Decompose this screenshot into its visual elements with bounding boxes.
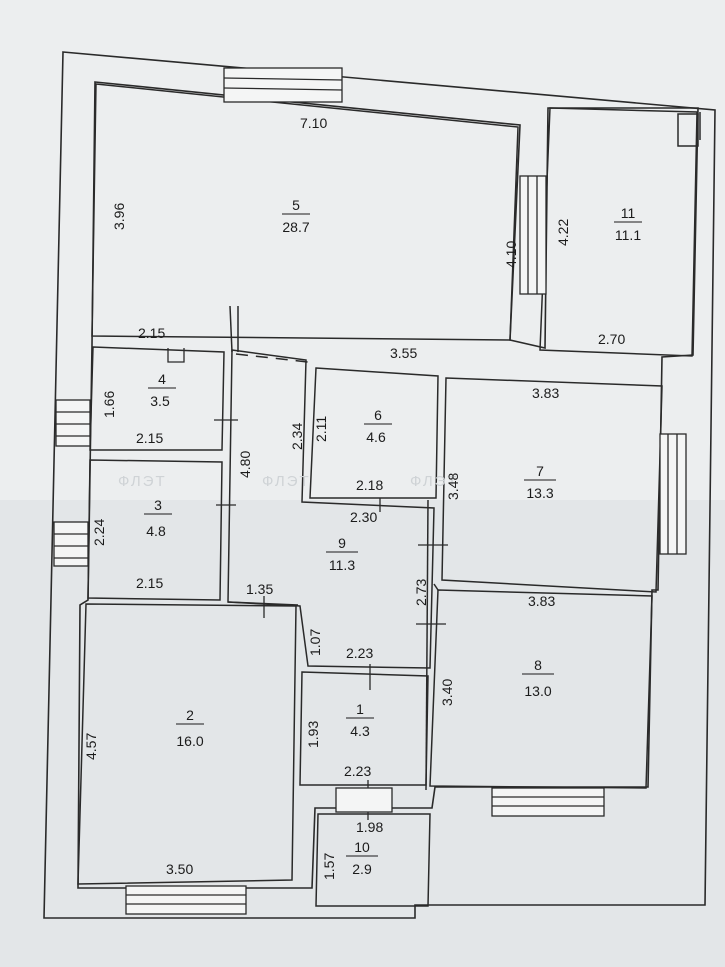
svg-text:4.3: 4.3 bbox=[350, 723, 370, 739]
dim-label: 7.10 bbox=[300, 115, 327, 131]
svg-text:11.1: 11.1 bbox=[615, 227, 641, 243]
room-8-label: 8 13.0 bbox=[522, 657, 554, 699]
room-3-label: 3 4.8 bbox=[144, 497, 172, 539]
windows bbox=[53, 67, 687, 915]
svg-text:2.9: 2.9 bbox=[352, 861, 372, 877]
window-room-3 bbox=[53, 521, 89, 567]
dim-label: 2.24 bbox=[91, 519, 107, 546]
dim-label: 1.57 bbox=[321, 853, 337, 880]
dim-label: 3.83 bbox=[528, 593, 555, 609]
svg-text:28.7: 28.7 bbox=[282, 219, 309, 235]
window-room-4 bbox=[55, 399, 91, 447]
room-1-label: 1 4.3 bbox=[346, 701, 374, 739]
dim-label: 4.57 bbox=[83, 733, 99, 760]
svg-text:ФЛЭТ: ФЛЭТ bbox=[410, 473, 459, 490]
room-7-label: 7 13.3 bbox=[524, 463, 556, 501]
dim-label: 2.15 bbox=[138, 325, 165, 341]
svg-text:8: 8 bbox=[534, 657, 542, 673]
room-8-outline bbox=[429, 589, 653, 789]
svg-text:ФЛЭТ: ФЛЭТ bbox=[262, 473, 311, 490]
svg-text:13.3: 13.3 bbox=[526, 485, 553, 501]
dim-label: 4.10 bbox=[503, 241, 519, 268]
svg-text:5: 5 bbox=[292, 197, 300, 213]
dim-label: 2.15 bbox=[136, 430, 163, 446]
window-room-8 bbox=[491, 787, 605, 817]
dim-label: 2.34 bbox=[289, 423, 305, 450]
svg-text:3: 3 bbox=[154, 497, 162, 513]
door-marks bbox=[167, 348, 448, 820]
outer-walls bbox=[43, 51, 716, 919]
room-2-outline bbox=[77, 603, 297, 885]
dim-label: 3.40 bbox=[439, 679, 455, 706]
window-room-7 bbox=[659, 433, 687, 555]
svg-text:3.5: 3.5 bbox=[150, 393, 170, 409]
dim-label: 4.80 bbox=[237, 451, 253, 478]
room-3-outline bbox=[87, 459, 223, 601]
window-room-2 bbox=[125, 885, 247, 915]
svg-text:11: 11 bbox=[621, 205, 636, 221]
dim-label: 3.50 bbox=[166, 861, 193, 877]
window-top bbox=[223, 67, 343, 103]
svg-text:4.6: 4.6 bbox=[366, 429, 386, 445]
dim-label: 1.35 bbox=[246, 581, 273, 597]
dim-label: 2.11 bbox=[313, 416, 329, 442]
room-5-label: 5 28.7 bbox=[282, 197, 310, 235]
svg-text:2: 2 bbox=[186, 707, 194, 723]
svg-text:1: 1 bbox=[356, 701, 364, 717]
svg-text:9: 9 bbox=[338, 535, 346, 551]
dim-label: 3.55 bbox=[390, 345, 417, 361]
dim-label: 3.48 bbox=[445, 473, 461, 500]
dim-label: 1.66 bbox=[101, 391, 117, 418]
dim-label: 2.15 bbox=[136, 575, 163, 591]
window-room-11-left bbox=[519, 175, 547, 295]
door-entrance bbox=[335, 787, 393, 813]
room-11-label: 11 11.1 bbox=[614, 205, 642, 243]
room-6-outline bbox=[309, 367, 439, 499]
room-5-outline bbox=[91, 83, 519, 341]
svg-text:6: 6 bbox=[374, 407, 382, 423]
svg-text:11.3: 11.3 bbox=[329, 557, 355, 573]
room-2-label: 2 16.0 bbox=[176, 707, 204, 749]
room-9-label: 9 11.3 bbox=[326, 535, 358, 573]
dim-label: 2.73 bbox=[413, 579, 429, 606]
svg-text:4.8: 4.8 bbox=[146, 523, 166, 539]
dim-label: 2.70 bbox=[598, 331, 625, 347]
room-6-label: 6 4.6 bbox=[364, 407, 392, 445]
room-4-label: 4 3.5 bbox=[148, 371, 176, 409]
dim-label: 2.23 bbox=[346, 645, 373, 661]
room-4-outline bbox=[89, 346, 225, 451]
room-10-label: 10 2.9 bbox=[346, 839, 378, 877]
dim-label: 3.83 bbox=[532, 385, 559, 401]
dim-label: 1.98 bbox=[356, 819, 383, 835]
dim-label: 1.93 bbox=[305, 721, 321, 748]
watermark: ФЛЭТ ФЛЭТ ФЛЭТ bbox=[118, 473, 459, 490]
dim-label: 2.18 bbox=[356, 477, 383, 493]
room-outlines bbox=[77, 83, 701, 907]
room-labels: 5 28.7 11 11.1 4 3.5 6 4.6 7 13.3 3 4.8 bbox=[144, 197, 642, 877]
svg-text:4: 4 bbox=[158, 371, 166, 387]
svg-text:10: 10 bbox=[354, 839, 370, 855]
svg-text:16.0: 16.0 bbox=[176, 733, 203, 749]
svg-text:13.0: 13.0 bbox=[524, 683, 551, 699]
dim-label: 2.23 bbox=[344, 763, 371, 779]
dimension-labels: 7.10 3.96 4.10 4.22 2.70 2.15 3.55 1.66 … bbox=[83, 115, 625, 880]
dim-label: 2.30 bbox=[350, 509, 377, 525]
dim-label: 3.96 bbox=[111, 203, 127, 230]
room-7-outline bbox=[441, 377, 663, 593]
svg-text:7: 7 bbox=[536, 463, 544, 479]
dim-label: 4.22 bbox=[555, 219, 571, 246]
room-10-outline bbox=[315, 813, 431, 907]
dim-label: 1.07 bbox=[307, 629, 323, 656]
svg-text:ФЛЭТ: ФЛЭТ bbox=[118, 473, 167, 490]
